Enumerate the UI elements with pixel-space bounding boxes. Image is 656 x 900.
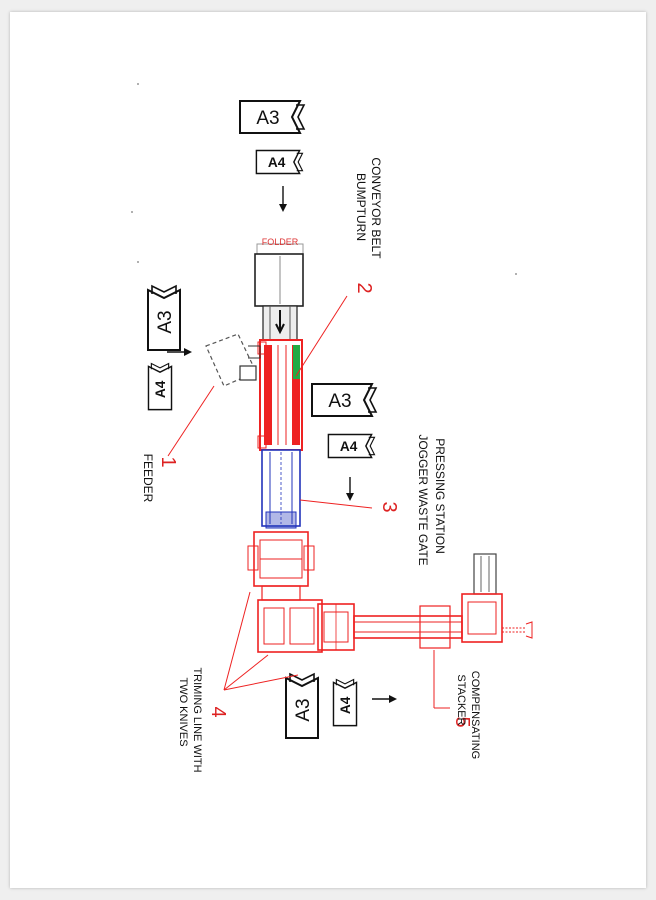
feeder-module: [205, 333, 261, 387]
conveyor-label-line2: BUMPTURN: [354, 173, 368, 241]
production-line-diagram: FOLDER: [131, 83, 533, 773]
station-number-2: 2: [353, 282, 375, 293]
trimming-label-line2: TWO KNIVES: [177, 677, 189, 746]
leader-lines: [167, 295, 450, 709]
conveyor-label-line1: CONVEYOR BELT: [369, 157, 383, 259]
svg-text:A3: A3: [293, 698, 314, 721]
flow-arrow-stacker: [372, 695, 397, 703]
folder-module: FOLDER: [254, 237, 304, 341]
station-number-5: 5: [451, 716, 473, 727]
pressing-label-line1: PRESSING STATION: [433, 438, 447, 554]
svg-text:A3: A3: [328, 391, 351, 412]
station-number-4: 4: [207, 706, 229, 717]
paper-a3-feeder: A3: [147, 285, 181, 351]
paper-a3-bottom: A3: [285, 673, 319, 739]
svg-text:A3: A3: [155, 310, 176, 333]
svg-text:A4: A4: [153, 380, 168, 398]
svg-text:A4: A4: [340, 439, 358, 454]
pressing-station: [261, 449, 301, 529]
document-page: FOLDER: [10, 12, 646, 888]
scan-speckles: [131, 83, 517, 275]
feeder-label: FEEDER: [141, 454, 155, 503]
paper-a4-top: A4: [255, 149, 304, 175]
paper-a3-top: A3: [239, 100, 305, 134]
trimming-label-line1: TRIMING LINE WITH: [191, 667, 203, 772]
stacker-label-line1: COMPENSATING: [469, 671, 481, 759]
paper-a4-feeder: A4: [147, 362, 173, 411]
flow-arrow-feeder: [167, 348, 192, 356]
svg-text:A4: A4: [338, 696, 353, 714]
folder-label: FOLDER: [262, 237, 299, 247]
flow-arrow-top: [279, 186, 287, 212]
trimming-line: [247, 531, 463, 653]
flow-arrow-pressing: [346, 477, 354, 501]
station-number-1: 1: [157, 456, 179, 467]
paper-a4-bottom: A4: [332, 678, 358, 727]
station-number-3: 3: [378, 501, 400, 512]
svg-text:A4: A4: [268, 155, 286, 170]
pressing-label-line2: JOGGER WASTE GATE: [416, 434, 430, 565]
stacker-label-line2: STACKER: [455, 674, 467, 725]
svg-text:A3: A3: [256, 108, 279, 129]
paper-a3-mid: A3: [311, 383, 377, 417]
paper-a4-mid: A4: [327, 433, 376, 459]
conveyor-belt: [257, 339, 303, 451]
compensating-stacker: [461, 553, 533, 643]
